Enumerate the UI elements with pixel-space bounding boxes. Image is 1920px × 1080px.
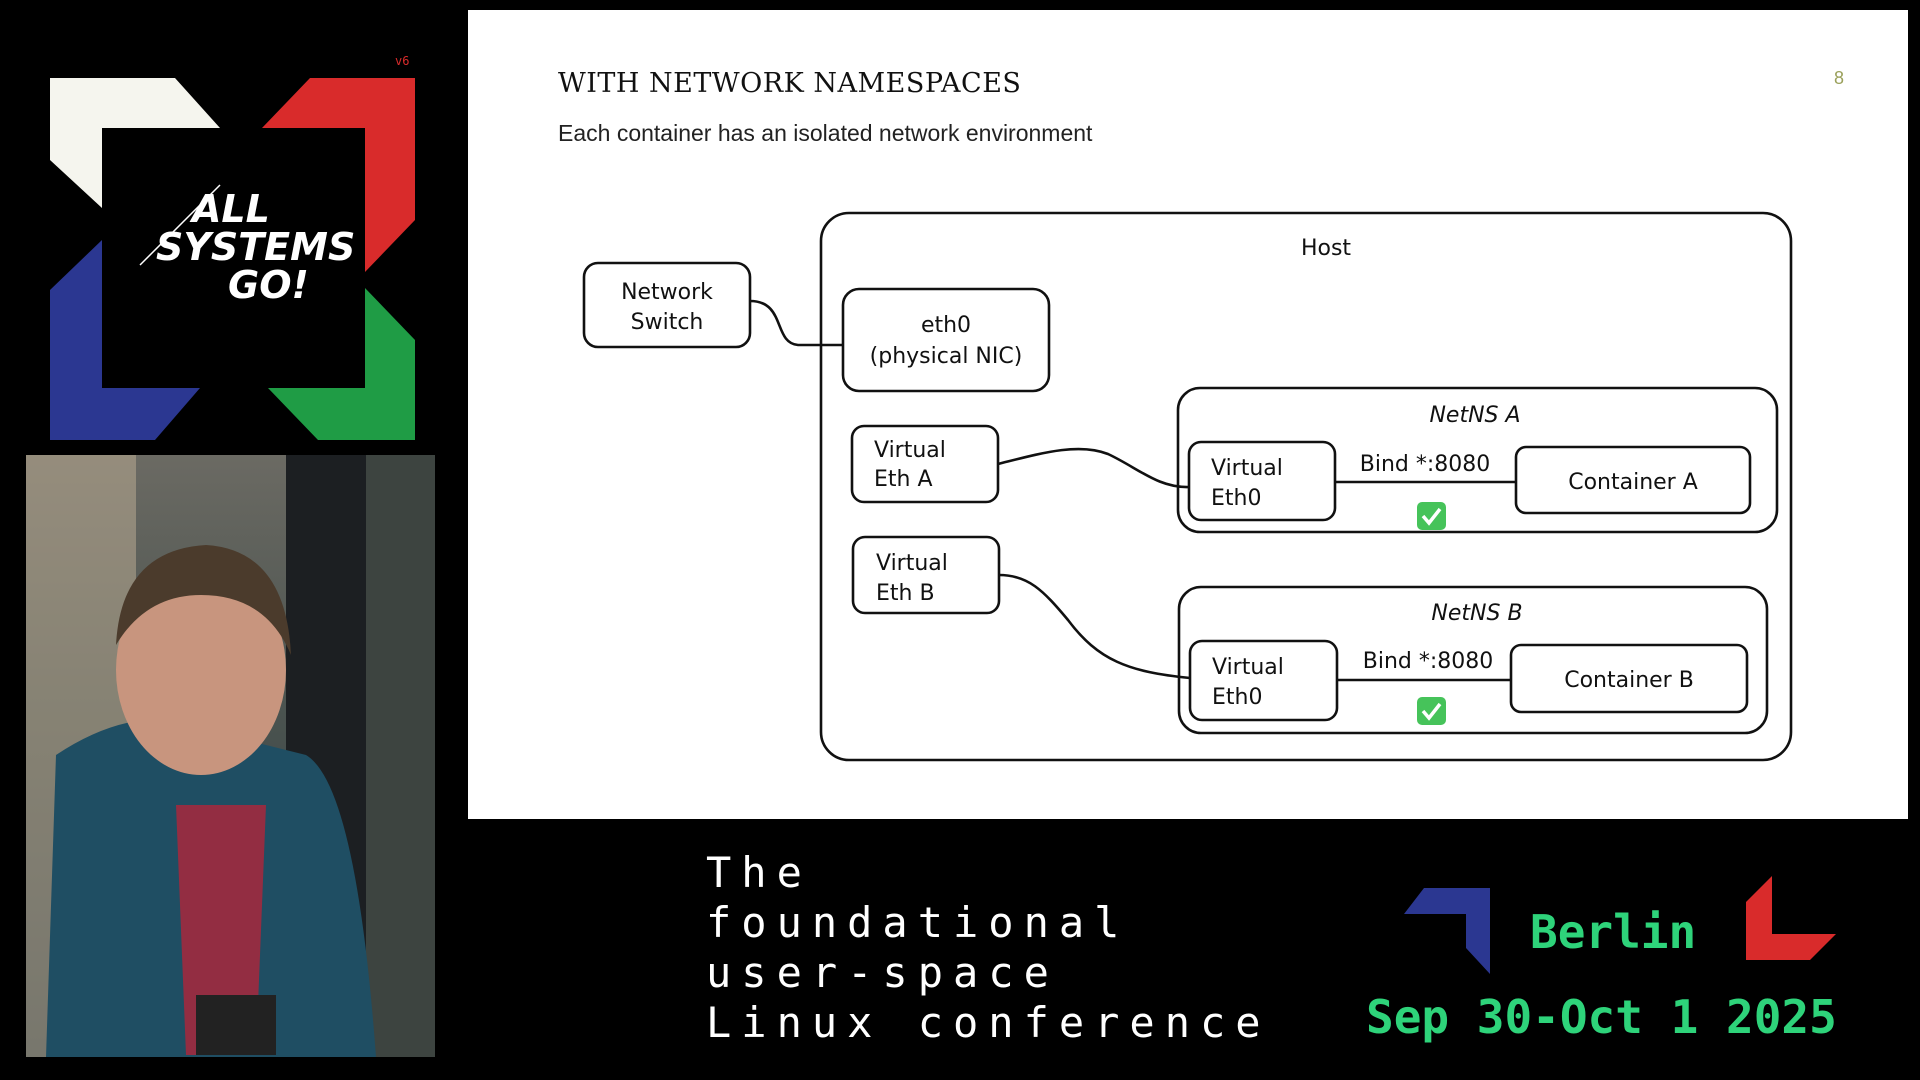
slide-page-number: 8 — [1834, 68, 1845, 88]
netns-b-check-icon — [1417, 697, 1446, 725]
netns-b-iface-label-2: Eth0 — [1212, 685, 1262, 710]
network-switch-label-2: Switch — [631, 310, 704, 335]
red-corner-arrow-icon — [1746, 876, 1836, 960]
tagline-line-2: foundational — [706, 898, 1130, 947]
veth-b-to-netns-b-link — [998, 573, 1191, 680]
logo-blue-corner — [50, 240, 200, 440]
speaker-figure — [26, 455, 435, 1057]
container-b-box — [1509, 643, 1749, 714]
event-city: Berlin — [1530, 905, 1697, 959]
logo-white-corner — [50, 78, 220, 208]
logo-green-corner — [268, 288, 415, 440]
netns-a-box — [1176, 386, 1779, 534]
tagline-line-4: Linux conference — [706, 998, 1271, 1047]
netns-b-label: NetNS B — [1431, 601, 1522, 626]
blue-corner-arrow-icon — [1404, 888, 1490, 974]
version-label: v6 — [395, 54, 410, 68]
netns-a-iface-label-1: Virtual — [1211, 456, 1283, 481]
tagline-line-1: The — [706, 848, 812, 897]
network-switch-box — [582, 261, 752, 349]
eth0-label-1: eth0 — [921, 313, 971, 338]
network-switch-label-1: Network — [621, 280, 713, 305]
presentation-slide: WITH NETWORK NAMESPACES Each container h… — [468, 10, 1908, 819]
speaker-video — [26, 455, 435, 1057]
logo-red-corner — [262, 78, 415, 272]
logo-text-systems: SYSTEMS — [156, 225, 355, 269]
container-a-box — [1514, 445, 1752, 515]
logo-text-all: ALL — [189, 187, 270, 231]
virtual-eth-b-label-2: Eth B — [876, 581, 935, 606]
netns-b-iface-label-1: Virtual — [1212, 655, 1284, 680]
tagline-line-3: user-space — [706, 948, 1059, 997]
container-b-label: Container B — [1564, 668, 1694, 693]
veth-a-to-netns-a-link — [997, 447, 1190, 489]
eth0-label-2: (physical NIC) — [870, 344, 1023, 369]
eth0-box — [841, 287, 1051, 393]
netns-a-check-icon — [1417, 502, 1446, 530]
virtual-eth-a-label-1: Virtual — [874, 438, 946, 463]
slide-title: WITH NETWORK NAMESPACES — [558, 68, 1022, 99]
virtual-eth-b-label-1: Virtual — [876, 551, 948, 576]
netns-a-bind-label: Bind *:8080 — [1360, 452, 1491, 477]
logo-text-go: GO! — [228, 263, 309, 307]
netns-b-bind-label: Bind *:8080 — [1363, 649, 1494, 674]
host-label: Host — [1301, 236, 1351, 261]
netns-b-box — [1177, 585, 1769, 735]
switch-to-eth0-link — [749, 299, 843, 347]
network-namespace-diagram: Host Network Switch eth0 (physical NIC) … — [582, 211, 1793, 762]
virtual-eth-a-label-2: Eth A — [874, 467, 933, 492]
all-systems-go-logo: ALL SYSTEMS GO! — [50, 78, 415, 440]
slide-subtitle: Each container has an isolated network e… — [558, 120, 1093, 146]
netns-a-iface-label-2: Eth0 — [1211, 486, 1261, 511]
container-a-label: Container A — [1568, 470, 1698, 495]
event-dates: Sep 30-Oct 1 2025 — [1366, 990, 1837, 1044]
host-box — [819, 211, 1793, 762]
netns-a-label: NetNS A — [1429, 403, 1520, 428]
conference-tagline: The foundational user-space Linux confer… — [706, 848, 1271, 1048]
